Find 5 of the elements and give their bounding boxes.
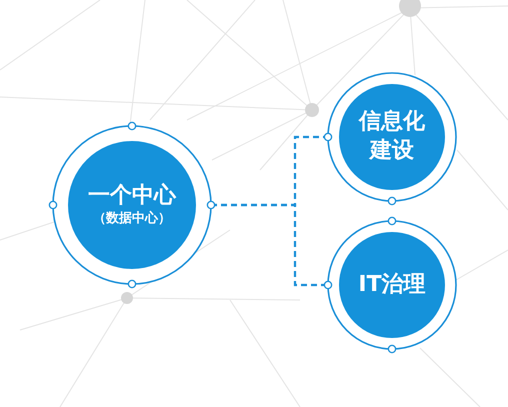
ring-node [48,121,216,289]
node-title: 信息化建设 [357,108,426,165]
node-subtitle: （数据中心） [93,211,171,228]
node-title: 一个中心 [88,182,176,210]
node-title: IT治理 [358,270,426,299]
